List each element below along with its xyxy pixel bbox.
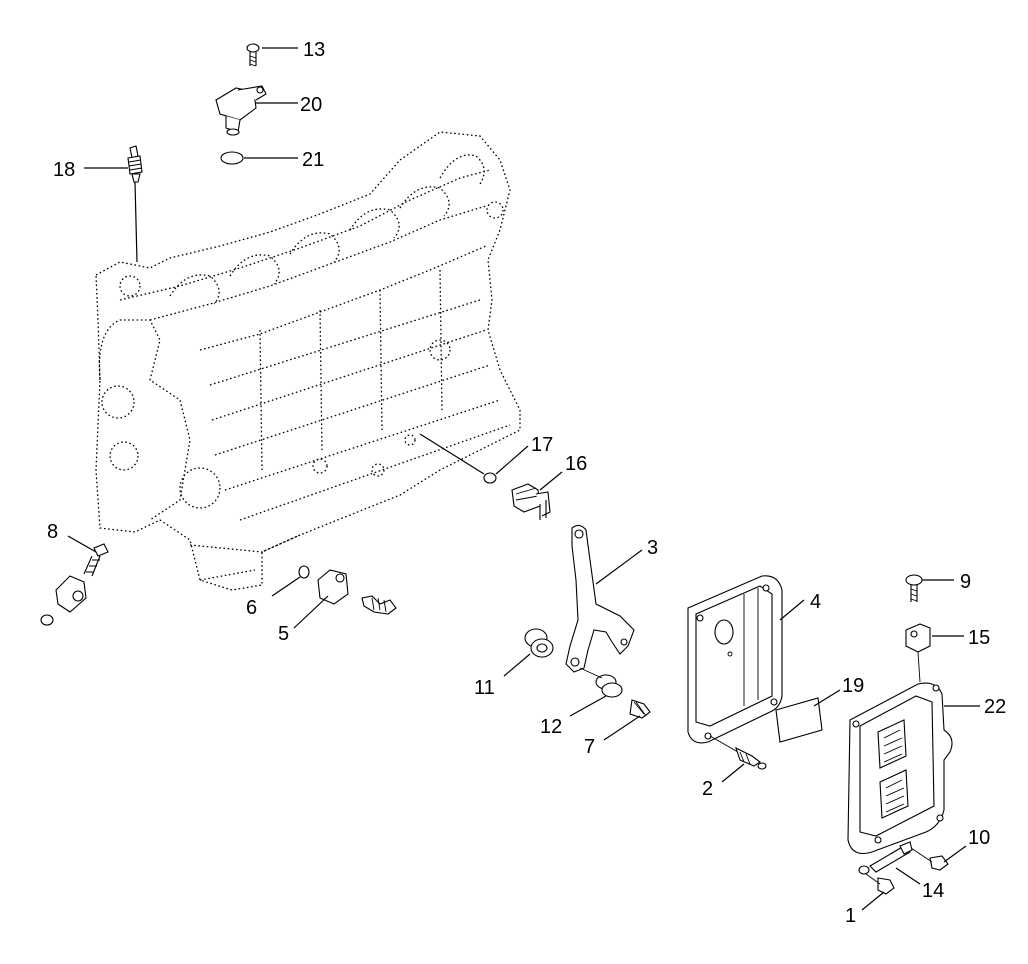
part-20-sensor [215,85,298,136]
label-5: 5 [278,623,289,645]
label-22: 22 [984,696,1006,718]
part-21-o-ring [220,151,298,165]
label-2: 2 [702,778,713,800]
part-2-screw [709,735,767,783]
part-4-cover-plate [687,575,805,744]
label-13: 13 [303,39,325,61]
part-19-label [775,689,841,743]
label-21: 21 [302,149,324,171]
part-9-screw [905,574,954,602]
label-1: 1 [845,905,856,927]
part-12-spacer [569,667,623,717]
label-17: 17 [531,434,553,456]
part-22-ecu [847,682,980,855]
label-7: 7 [584,736,595,758]
label-12: 12 [540,716,562,738]
label-19: 19 [842,675,864,697]
label-14: 14 [922,880,944,902]
part-10-bolt [907,845,967,871]
part-5-sensor [293,569,397,629]
label-4: 4 [810,591,821,613]
label-20: 20 [300,94,322,116]
engine-block [95,131,521,591]
label-15: 15 [968,627,990,649]
part-1-bolt [858,865,895,911]
label-9: 9 [960,571,971,593]
label-18: 18 [53,159,75,181]
label-11: 11 [474,677,495,699]
part-6-o-ring [271,565,310,597]
part-13-screw [246,43,298,67]
part-7-bolt [603,699,651,741]
part-15-connector [905,623,964,683]
label-6: 6 [246,597,257,619]
part-16-sensor [511,471,563,520]
label-8: 8 [47,521,58,543]
part-8-sensor [40,535,109,626]
label-3: 3 [647,537,658,559]
label-16: 16 [565,453,587,475]
part-14-pin [869,841,921,885]
part-11-grommet [503,628,554,677]
part-18-sender [84,145,143,263]
part-17-o-ring [419,433,529,484]
part-3-bracket [565,524,643,673]
label-10: 10 [968,827,990,849]
part-labels: 13 20 21 18 17 16 8 3 9 4 6 5 15 11 19 2… [47,39,1006,927]
